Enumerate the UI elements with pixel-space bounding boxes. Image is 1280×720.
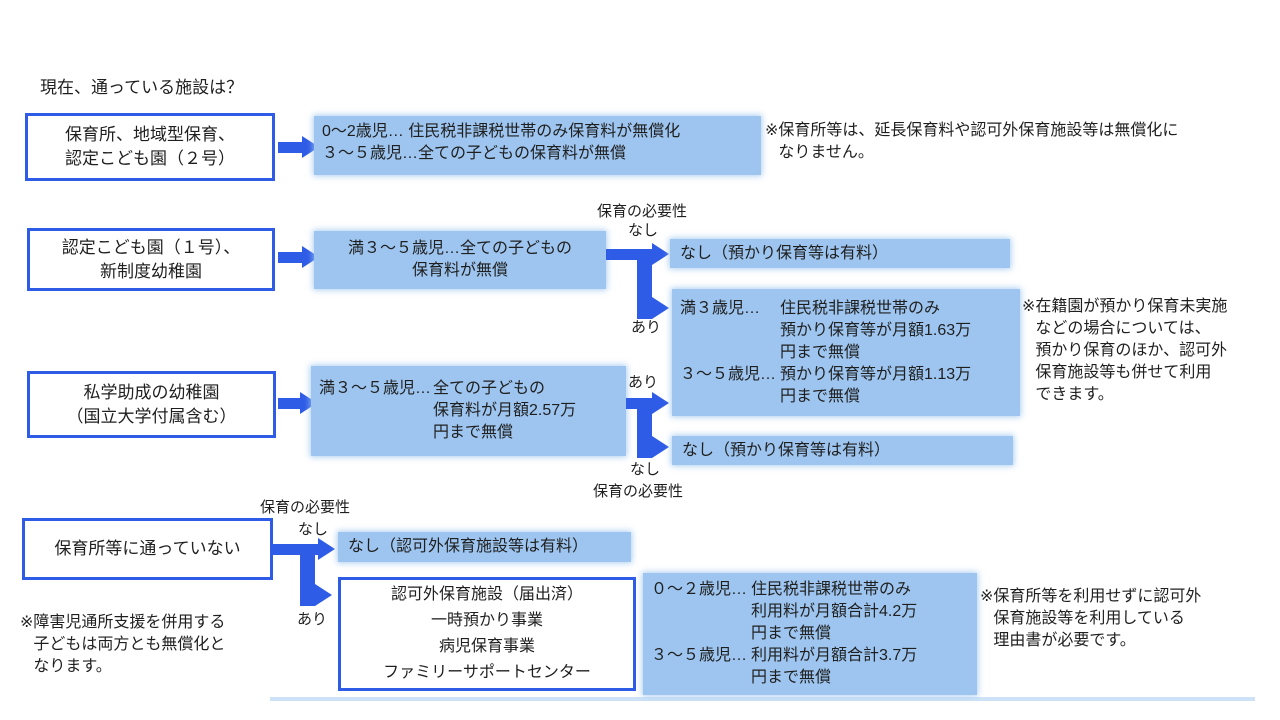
result-box-no-azukari-2: なし（預かり保育等は有料）: [672, 436, 1013, 465]
note-zaisekien-text: 在籍園が預かり保育未実施 などの場合については、 預かり保育のほか、認可外 保育…: [1035, 298, 1228, 403]
branch-2-shaft: [606, 249, 652, 260]
source-box-not-attending: 保育所等に通っていない: [22, 518, 273, 580]
bottom-strip: [270, 697, 1255, 701]
shared-result-label-1: 満３歳児…: [680, 299, 761, 317]
note-marker: ※: [1022, 298, 1036, 315]
note-shogaiji-text: 障害児通所支援を併用する 子どもは両方とも無償化と なります。: [33, 614, 226, 675]
shared-result-text-1: 住民税非課税世帯のみ 預かり保育等が月額1.63万 円まで無償: [780, 299, 972, 361]
arrow-right-2-shaft: [278, 252, 304, 263]
arrow-right-3-shaft: [278, 398, 302, 409]
result-ninkagai-text-1: 住民税非課税世帯のみ 利用料が月額合計4.2万 円まで無償: [751, 581, 918, 642]
branch-4-vbar: [300, 544, 315, 606]
note-hoikusho-text: 保育所等は、延長保育料や認可外保育施設等は無償化に なりません。: [778, 122, 1179, 161]
result-box-kodomoen: 満３～５歳児…全ての子どもの 保育料が無償: [314, 231, 606, 289]
note-marker: ※: [20, 614, 34, 631]
branch-2-head-no: [652, 243, 669, 265]
label-care-necessity-3: 保育の必要性: [593, 483, 684, 500]
facility-list-box: 認可外保育施設（届出済） 一時預かり事業 病児保育事業 ファミリーサポートセンタ…: [338, 577, 636, 691]
label-yes-2: あり: [631, 319, 662, 336]
result-shigaku-text: 全ての子どもの 保育料が月額2.57万 円まで無償: [433, 380, 577, 441]
label-yes-3: あり: [628, 374, 659, 391]
note-hoikusho: ※ 保育所等は、延長保育料や認可外保育施設等は無償化に なりません。: [765, 120, 1280, 164]
note-riyusho: ※ 保育所等を利用せずに認可外 保育施設等を利用している 理由書が必要です。: [980, 586, 1270, 652]
branch-3-vbar: [637, 398, 652, 458]
result-ninkagai-text-2: 利用料が月額合計3.7万 円まで無償: [751, 647, 918, 686]
note-shogaiji: ※ 障害児通所支援を併用する 子どもは両方とも無償化と なります。: [20, 612, 310, 678]
label-no-2: なし: [628, 222, 659, 239]
result-box-ninkagai: ０～２歳児… 住民税非課税世帯のみ 利用料が月額合計4.2万 円まで無償 ３～５…: [643, 573, 977, 695]
label-no-4: なし: [298, 521, 329, 538]
source-box-hoikusho: 保育所、地域型保育、 認定こども園（２号）: [25, 113, 275, 181]
page-title: 現在、通っている施設は？: [40, 78, 244, 97]
result-box-no-ninkagai: なし（認可外保育施設等は有料）: [338, 532, 631, 562]
shared-result-box: 満３歳児… 住民税非課税世帯のみ 預かり保育等が月額1.63万 円まで無償 ３～…: [672, 289, 1020, 416]
label-no-3: なし: [630, 461, 661, 478]
note-marker: ※: [765, 122, 779, 139]
shared-result-label-2: ３～５歳児…: [680, 365, 777, 383]
result-ninkagai-label-1: ０～２歳児…: [651, 581, 748, 598]
arrow-right-1-shaft: [278, 142, 304, 153]
branch-4-shaft: [273, 544, 318, 555]
result-box-hoikusho: 0～2歳児… 住民税非課税世帯のみ保育料が無償化 ３～５歳児…全ての子どもの保育…: [314, 116, 761, 175]
branch-3-head-no: [652, 436, 669, 458]
source-box-shigaku: 私学助成の幼稚園 （国立大学付属含む）: [27, 371, 276, 438]
result-ninkagai-label-2: ３～５歳児…: [651, 647, 748, 664]
result-box-no-azukari-1: なし（預かり保育等は有料）: [670, 239, 1010, 268]
branch-2-vbar: [637, 249, 652, 319]
result-box-shigaku: 満３～５歳児… 全ての子どもの 保育料が月額2.57万 円まで無償: [311, 366, 626, 456]
note-riyusho-text: 保育所等を利用せずに認可外 保育施設等を利用している 理由書が必要です。: [993, 588, 1202, 649]
label-care-necessity-2: 保育の必要性: [597, 203, 688, 220]
branch-2-head-yes: [652, 297, 669, 319]
result-shigaku-label: 満３～５歳児…: [319, 380, 432, 397]
label-care-necessity-4: 保育の必要性: [260, 499, 351, 516]
shared-result-text-2: 預かり保育等が月額1.13万 円まで無償: [780, 365, 972, 405]
branch-3-head-yes: [652, 392, 669, 414]
note-marker: ※: [980, 588, 994, 605]
source-box-kodomoen: 認定こども園（１号）、 新制度幼稚園: [27, 228, 275, 291]
branch-4-head-yes: [315, 584, 332, 606]
label-yes-4: あり: [297, 611, 328, 628]
branch-4-head-no: [318, 538, 335, 560]
note-zaisekien: ※ 在籍園が預かり保育未実施 などの場合については、 預かり保育のほか、認可外 …: [1022, 296, 1274, 406]
